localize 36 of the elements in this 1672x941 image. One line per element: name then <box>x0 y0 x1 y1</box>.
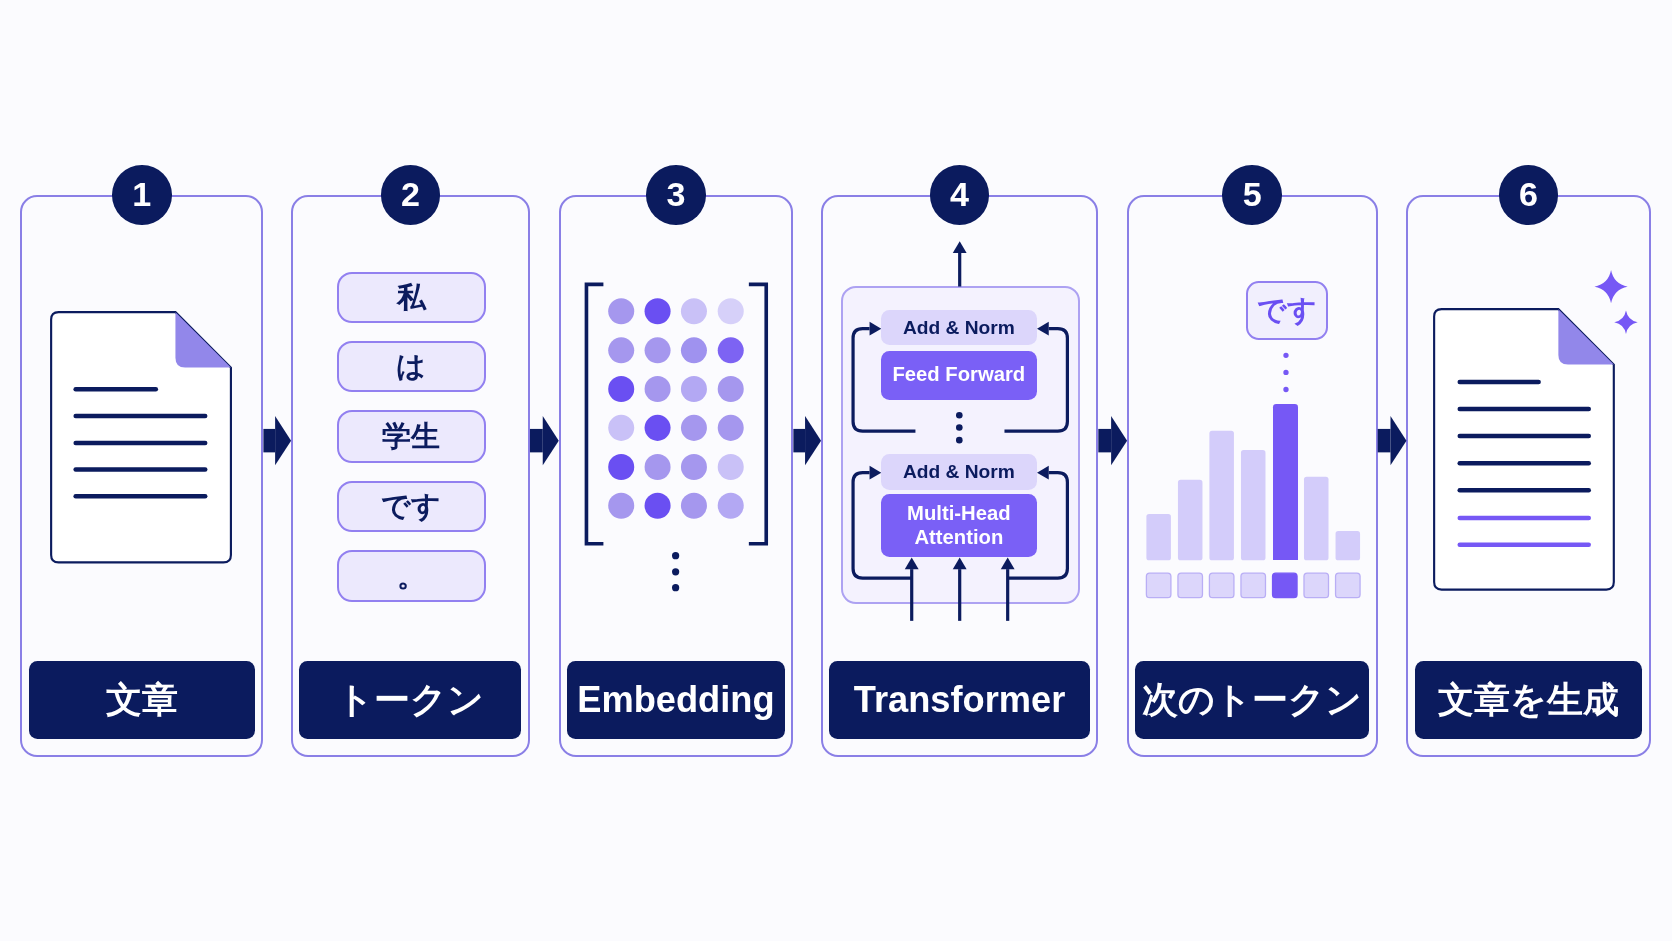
arrow <box>1377 416 1407 466</box>
step-number-badge: 2 <box>380 165 441 225</box>
step-title-bar: 文章 <box>28 660 255 739</box>
arrow <box>1004 321 1069 433</box>
arrow <box>1098 416 1128 466</box>
step-title-bar: Transformer <box>829 660 1090 739</box>
arrow <box>851 465 912 580</box>
arrow <box>1007 465 1069 580</box>
step-number-badge: 5 <box>1222 165 1283 225</box>
arrow <box>263 416 292 466</box>
layer-box: Add & Norm <box>881 453 1037 490</box>
arrow <box>952 557 967 621</box>
arrow <box>529 416 559 466</box>
transformer-block <box>841 286 1081 604</box>
step-number-badge: 3 <box>646 165 706 225</box>
step-number-badge: 4 <box>929 165 990 225</box>
layer-box: Multi-Head Attention <box>881 494 1037 557</box>
layer-box: Feed Forward <box>881 350 1037 400</box>
step-title-bar: 次のトークン <box>1135 660 1369 739</box>
arrow <box>1000 557 1015 621</box>
layer-box: Add & Norm <box>881 310 1037 346</box>
arrow <box>793 416 822 466</box>
token-box: です <box>1246 281 1329 340</box>
step-title-bar: Embedding <box>567 660 785 739</box>
step-number-badge: 1 <box>111 165 172 225</box>
arrow <box>952 241 967 287</box>
token-box: 私 <box>336 271 487 323</box>
arrow <box>851 321 916 433</box>
token-box: 。 <box>336 550 487 603</box>
arrow <box>904 557 919 621</box>
token-box: 学生 <box>336 410 487 463</box>
step-title-bar: トークン <box>299 660 522 739</box>
step-title-bar: 文章を生成 <box>1414 660 1642 739</box>
token-box: です <box>336 480 487 532</box>
step-number-badge: 6 <box>1498 165 1559 225</box>
token-box: は <box>336 341 487 393</box>
